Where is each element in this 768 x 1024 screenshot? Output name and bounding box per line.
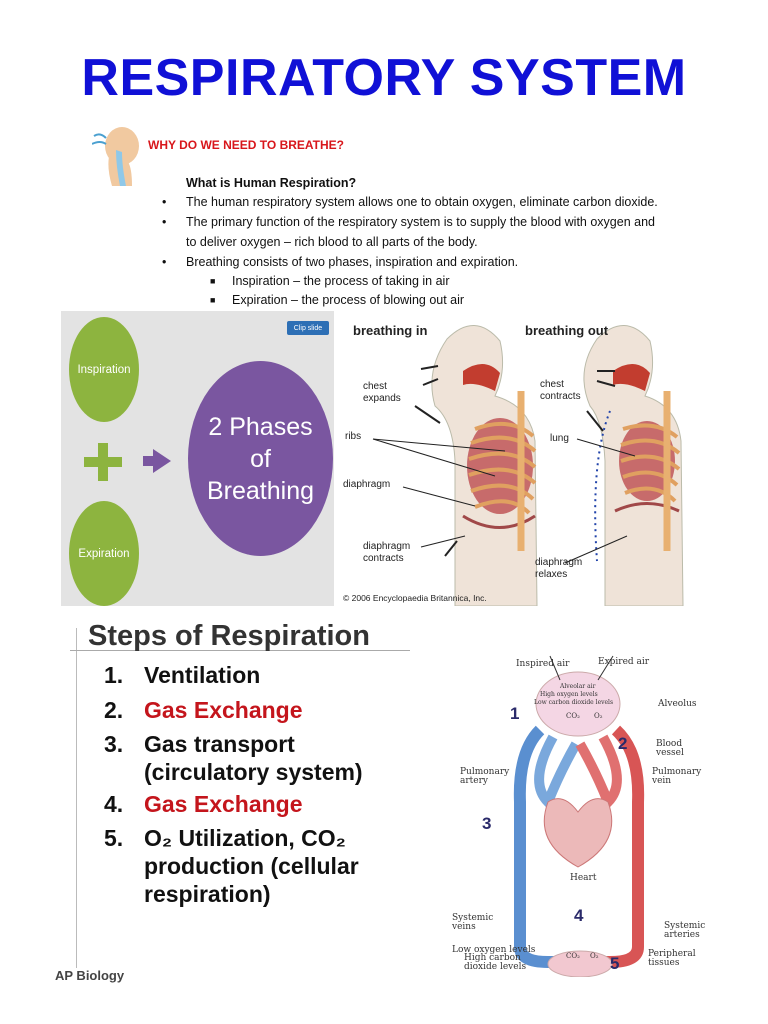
systemic-arteries-label: Systemic arteries bbox=[664, 921, 706, 940]
step-number-2: 2 bbox=[618, 734, 628, 753]
phases-graphic: Inspiration Expiration 2 Phases of Breat… bbox=[61, 311, 334, 606]
chest-expands-label: chest expands bbox=[363, 381, 401, 404]
inspiration-circle: Inspiration bbox=[69, 317, 139, 422]
bullet-dot: • bbox=[162, 255, 167, 269]
step-text: Gas transport bbox=[144, 731, 295, 757]
pulmonary-artery-label: Pulmonary artery bbox=[460, 767, 510, 786]
step-text: (circulatory system) bbox=[144, 759, 363, 785]
lung-label: lung bbox=[550, 433, 569, 444]
step-item: 4. Gas Exchange bbox=[104, 790, 303, 819]
step-item: 5. O₂ Utilization, CO₂ bbox=[104, 824, 346, 853]
low-oxygen-levels-label: Low oxygen levels bbox=[452, 945, 536, 955]
co2-alveolus-label: CO₂ bbox=[566, 712, 580, 720]
arrow-right-icon-shaft bbox=[143, 456, 155, 466]
expired-air-label: Expired air bbox=[598, 657, 650, 667]
step-item: respiration) bbox=[104, 880, 271, 909]
expiration-circle: Expiration bbox=[69, 501, 139, 606]
step-text: Ventilation bbox=[144, 662, 261, 688]
sub-bullet-text: Inspiration – the process of taking in a… bbox=[232, 274, 450, 288]
low-co2-label: Low carbon dioxide levels bbox=[534, 699, 614, 706]
bullet-text: The human respiratory system allows one … bbox=[186, 195, 658, 209]
step-text: Gas Exchange bbox=[144, 791, 303, 817]
torso-illustration bbox=[372, 325, 684, 606]
co2-tissue-label: CO₂ bbox=[566, 952, 580, 960]
clip-slide-button[interactable]: Clip slide bbox=[287, 321, 329, 335]
bullet-dot: • bbox=[162, 195, 167, 209]
step-number-1: 1 bbox=[510, 704, 520, 723]
step-number: 5. bbox=[104, 825, 124, 851]
breathing-out-heading: breathing out bbox=[525, 323, 609, 338]
step-number: 3. bbox=[104, 731, 124, 757]
step-item: (circulatory system) bbox=[104, 758, 363, 787]
page-title: RESPIRATORY SYSTEM bbox=[81, 49, 687, 107]
diaphragm-label: diaphragm bbox=[343, 479, 391, 490]
bullet-text: The primary function of the respiratory … bbox=[186, 215, 655, 229]
bullet-dot: • bbox=[162, 215, 167, 229]
big-circle-line1: 2 Phases bbox=[208, 412, 313, 441]
ribs-label: ribs bbox=[345, 431, 362, 442]
breathing-in-heading: breathing in bbox=[353, 323, 428, 338]
step-item: 1. Ventilation bbox=[104, 661, 260, 690]
breathing-diagram: breathing in breathing out chest expands… bbox=[335, 311, 750, 606]
step-text: respiration) bbox=[144, 881, 271, 907]
step-text: production (cellular bbox=[144, 853, 359, 879]
step-number: 2. bbox=[104, 697, 124, 723]
two-phases-circle: 2 Phases of Breathing bbox=[188, 361, 333, 556]
big-circle-line3: Breathing bbox=[206, 476, 315, 505]
copyright-text: © 2006 Encyclopaedia Britannica, Inc. bbox=[343, 593, 487, 603]
step-item: 2. Gas Exchange bbox=[104, 696, 303, 725]
decorative-divider bbox=[76, 628, 77, 968]
title-underline bbox=[70, 650, 410, 651]
question-heading: What is Human Respiration? bbox=[186, 176, 357, 190]
blood-vessel-label: Blood vessel bbox=[656, 739, 684, 758]
arrow-right-icon bbox=[153, 449, 171, 473]
steps-title: Steps of Respiration bbox=[88, 620, 370, 652]
step-item: production (cellular bbox=[104, 852, 359, 881]
square-bullet: ■ bbox=[210, 276, 216, 286]
square-bullet: ■ bbox=[210, 295, 216, 305]
circulation-diagram: Inspired air Expired air Alveolus Alveol… bbox=[448, 652, 740, 977]
step-number: 1. bbox=[104, 662, 124, 688]
sub-bullet-text: Expiration – the process of blowing out … bbox=[232, 293, 465, 307]
step-text: Gas Exchange bbox=[144, 697, 303, 723]
high-co2-levels-label: High carbon dioxide levels bbox=[464, 953, 527, 972]
o2-alveolus-label: O₂ bbox=[594, 712, 603, 720]
footer-text: AP Biology bbox=[55, 968, 125, 983]
step-item: 3. Gas transport bbox=[104, 730, 295, 759]
high-oxygen-label: High oxygen levels bbox=[540, 691, 598, 698]
big-circle-line2: of bbox=[250, 444, 271, 473]
step-text: O₂ Utilization, CO₂ bbox=[144, 825, 346, 851]
alveolus-label: Alveolus bbox=[658, 699, 697, 709]
bullet-text: Breathing consists of two phases, inspir… bbox=[186, 255, 519, 269]
chest-contracts-label: chest contracts bbox=[540, 379, 581, 402]
breathing-head-icon bbox=[92, 127, 139, 186]
heart-label: Heart bbox=[570, 873, 597, 883]
pulmonary-vein-label: Pulmonary vein bbox=[652, 767, 702, 786]
systemic-veins-label: Systemic veins bbox=[452, 913, 494, 932]
diaphragm-relaxes-label: diaphragm relaxes bbox=[535, 557, 583, 580]
step-number: 4. bbox=[104, 791, 124, 817]
why-heading: WHY DO WE NEED TO BREATHE? bbox=[148, 138, 345, 152]
diaphragm-contracts-label: diaphragm contracts bbox=[363, 541, 411, 564]
alveolar-air-label: Alveolar air bbox=[560, 683, 596, 690]
bullet-text: to deliver oxygen – rich blood to all pa… bbox=[186, 235, 478, 249]
step-number-5: 5 bbox=[610, 954, 620, 973]
inspired-air-label: Inspired air bbox=[516, 659, 570, 669]
circulation-illustration bbox=[513, 655, 645, 977]
plus-icon-bar bbox=[84, 457, 122, 467]
o2-tissue-label: O₂ bbox=[590, 952, 599, 960]
step-number-3: 3 bbox=[482, 814, 492, 833]
peripheral-tissues-label: Peripheral tissues bbox=[648, 949, 696, 968]
step-number-4: 4 bbox=[574, 906, 584, 925]
